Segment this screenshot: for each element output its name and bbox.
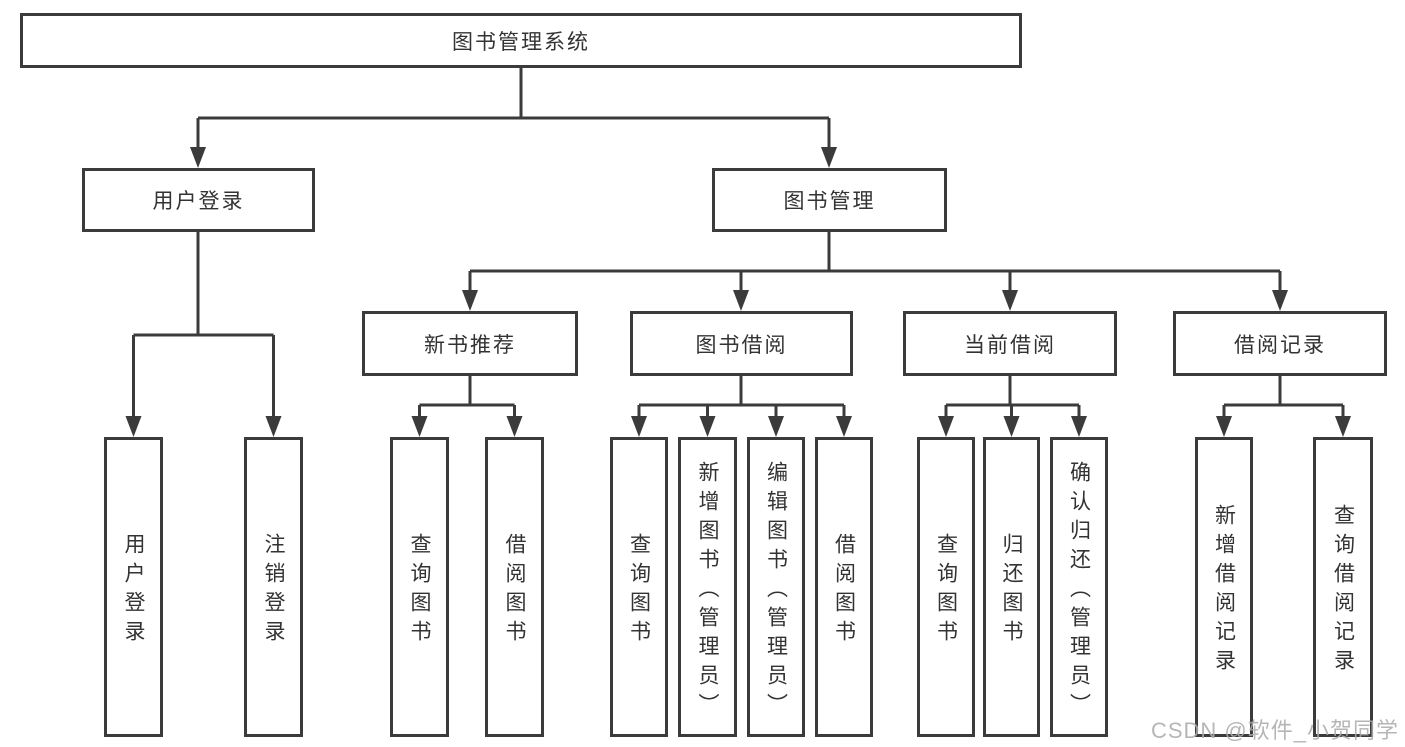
connector-paths — [132, 68, 1345, 419]
node-borrow-records-label: 借阅记录 — [1234, 333, 1326, 357]
arrowhead-icon — [506, 416, 523, 437]
leaf-record-add: 新增借阅记录 — [1195, 437, 1253, 737]
leaf-user-login-label: 用户登录 — [122, 533, 146, 649]
arrowhead-icon — [1335, 416, 1351, 437]
leaf-current-query-label: 查询图书 — [934, 533, 958, 649]
arrowhead-icon — [631, 416, 647, 437]
node-root-label: 图书管理系统 — [452, 30, 590, 54]
node-new-book-rec-label: 新书推荐 — [424, 333, 516, 357]
leaf-current-confirm: 确认归还（管理员） — [1050, 437, 1108, 737]
arrowhead-icon — [1272, 290, 1288, 311]
leaf-logout: 注销登录 — [244, 437, 303, 737]
arrowhead-icon — [1071, 416, 1087, 437]
connector-root-to-level2 — [196, 68, 831, 150]
connector-arrowheads — [125, 147, 1351, 437]
node-book-mgmt: 图书管理 — [712, 168, 947, 232]
connector-borrow-records-children — [1222, 376, 1345, 419]
leaf-borrow-query-label: 查询图书 — [627, 533, 651, 649]
leaf-logout-label: 注销登录 — [262, 533, 286, 649]
connector-user-login-children — [132, 232, 275, 419]
arrowhead-icon — [1002, 290, 1018, 311]
node-borrow-records: 借阅记录 — [1173, 311, 1387, 376]
node-book-borrow-label: 图书借阅 — [695, 333, 788, 357]
connector-book-borrow-children — [637, 376, 846, 419]
leaf-user-login: 用户登录 — [104, 437, 163, 737]
leaf-borrow-edit: 编辑图书（管理员） — [747, 437, 805, 737]
arrowhead-icon — [190, 147, 206, 168]
leaf-record-query-label: 查询借阅记录 — [1331, 504, 1355, 678]
arrowhead-icon — [125, 416, 142, 437]
leaf-newbook-query: 查询图书 — [390, 437, 449, 737]
arrowhead-icon — [836, 416, 852, 437]
connector-book-mgmt-children — [468, 232, 1282, 294]
node-user-login-label: 用户登录 — [152, 190, 245, 213]
leaf-borrow-add: 新增图书（管理员） — [678, 437, 737, 737]
arrowhead-icon — [938, 416, 954, 437]
leaf-current-query: 查询图书 — [917, 437, 975, 737]
leaf-borrow-book: 借阅图书 — [815, 437, 873, 737]
arrowhead-icon — [411, 416, 428, 437]
leaf-record-add-label: 新增借阅记录 — [1212, 504, 1236, 678]
arrowhead-icon — [462, 290, 478, 311]
arrowhead-icon — [821, 147, 837, 168]
node-book-borrow: 图书借阅 — [630, 311, 853, 376]
arrowhead-icon — [733, 290, 749, 311]
leaf-newbook-borrow-label: 借阅图书 — [503, 533, 527, 649]
node-current-borrow: 当前借阅 — [903, 311, 1117, 376]
leaf-borrow-edit-label: 编辑图书（管理员） — [764, 460, 788, 722]
leaf-record-query: 查询借阅记录 — [1313, 437, 1373, 737]
arrowhead-icon — [1216, 416, 1232, 437]
csdn-watermark: CSDN @软件_小贺同学 — [1150, 718, 1399, 743]
node-root: 图书管理系统 — [20, 13, 1022, 68]
connector-current-borrow-children — [944, 376, 1081, 419]
node-user-login: 用户登录 — [82, 168, 315, 232]
arrowhead-icon — [699, 416, 716, 437]
arrowhead-icon — [265, 416, 282, 437]
node-book-mgmt-label: 图书管理 — [783, 190, 876, 213]
leaf-borrow-book-label: 借阅图书 — [832, 533, 856, 649]
leaf-current-return: 归还图书 — [983, 437, 1040, 737]
node-current-borrow-label: 当前借阅 — [964, 333, 1056, 357]
node-new-book-rec: 新书推荐 — [362, 311, 578, 376]
leaf-current-confirm-label: 确认归还（管理员） — [1067, 460, 1091, 722]
connector-new-book-children — [418, 376, 516, 419]
leaf-borrow-add-label: 新增图书（管理员） — [696, 460, 720, 722]
leaf-newbook-borrow: 借阅图书 — [485, 437, 544, 737]
arrowhead-icon — [1003, 416, 1020, 437]
arrowhead-icon — [768, 416, 784, 437]
leaf-current-return-label: 归还图书 — [1000, 533, 1024, 649]
leaf-borrow-query: 查询图书 — [610, 437, 668, 737]
leaf-newbook-query-label: 查询图书 — [408, 533, 432, 649]
